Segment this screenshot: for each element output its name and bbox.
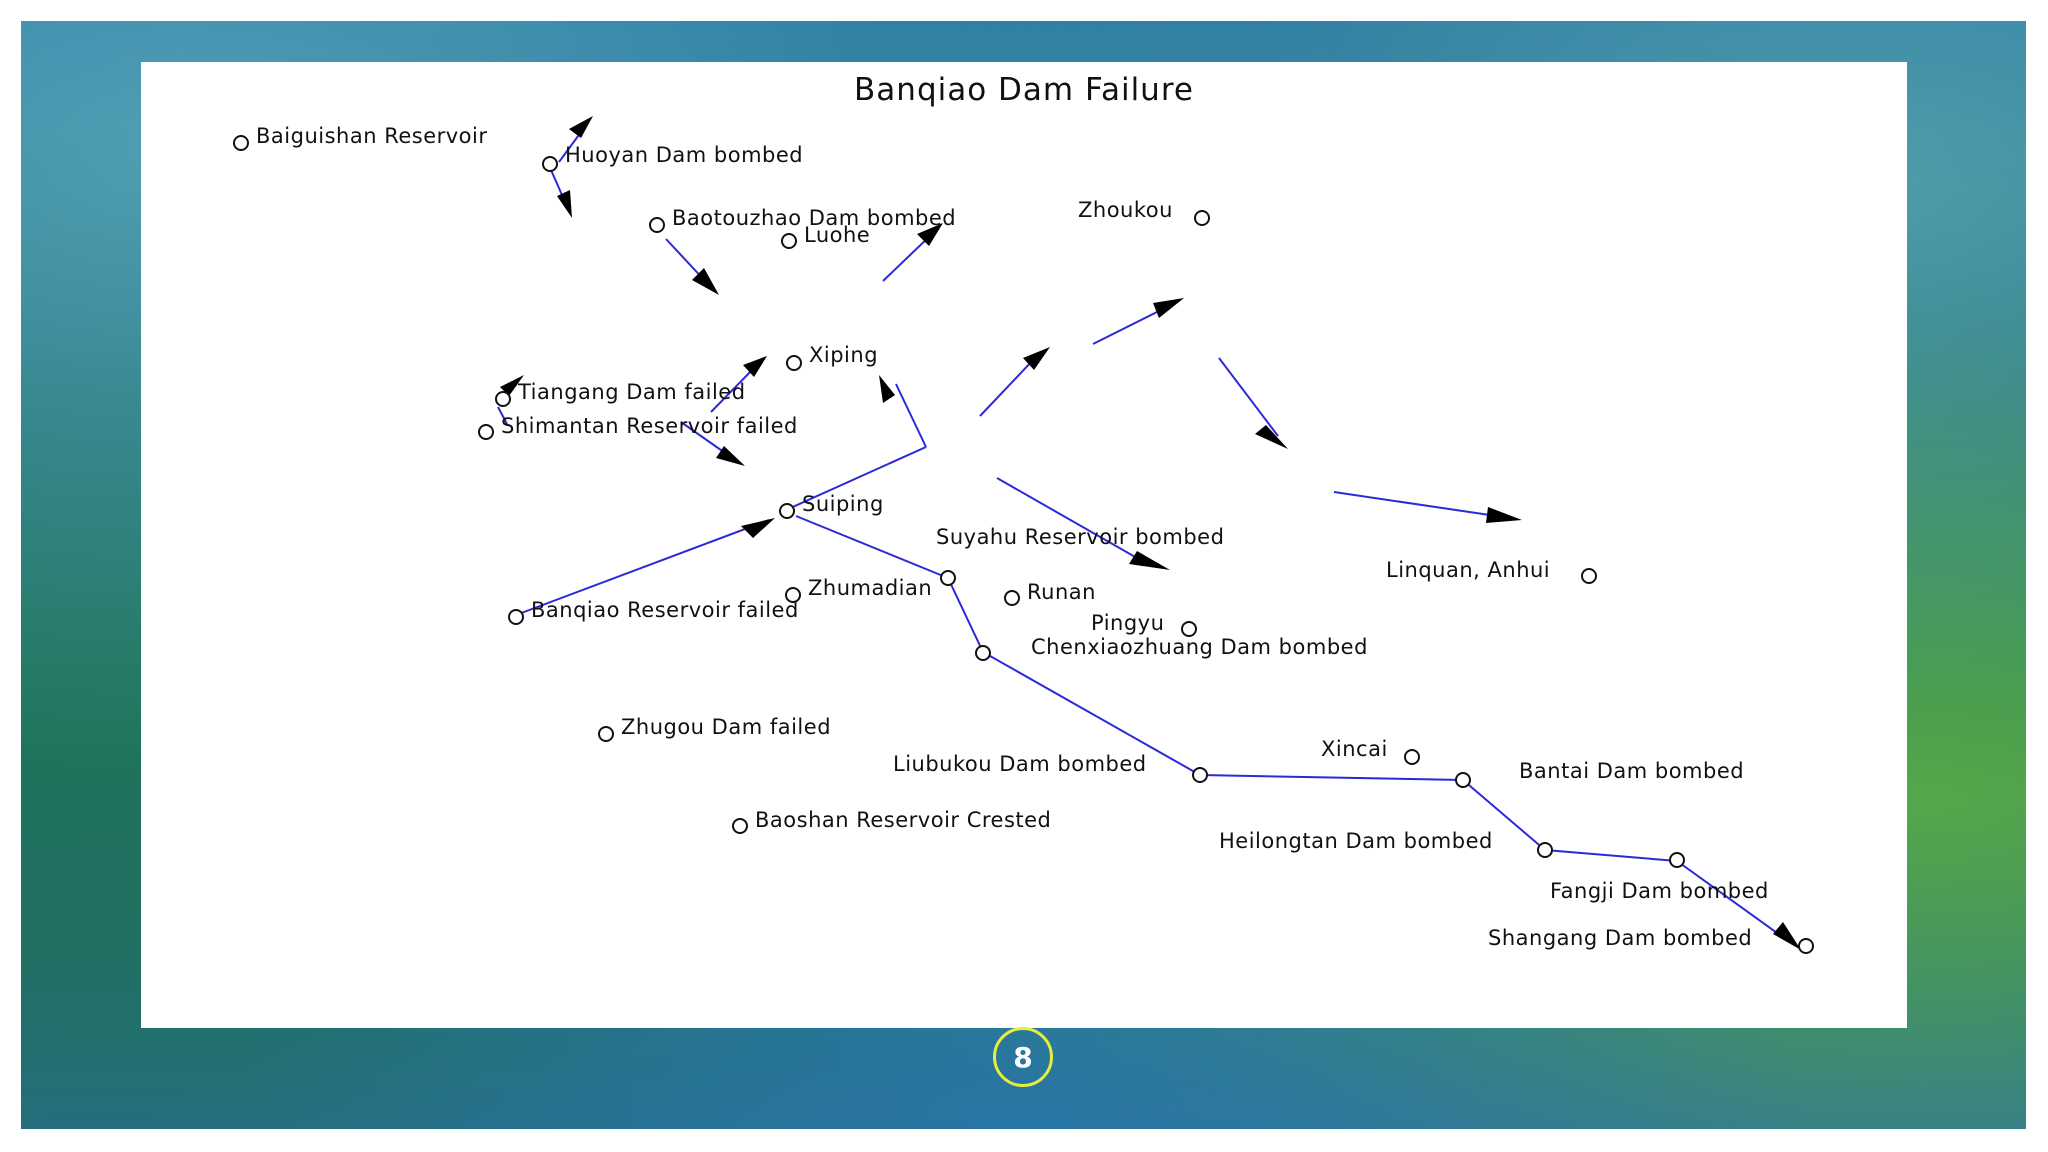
label-baoshan: Baoshan Reservoir Crested — [755, 808, 1051, 832]
edge-line — [1676, 860, 1792, 944]
edge-line — [1333, 491, 1511, 519]
node-marker — [542, 156, 558, 172]
label-pingyu: Pingyu — [1091, 611, 1164, 635]
label-bantai: Bantai Dam bombed — [1519, 759, 1744, 783]
node-marker — [1004, 590, 1020, 606]
arrow-head — [879, 375, 895, 403]
node-marker — [786, 355, 802, 371]
node-marker — [940, 570, 956, 586]
label-baiguishan: Baiguishan Reservoir — [256, 124, 488, 148]
node-marker — [649, 217, 665, 233]
edge-line — [1462, 779, 1546, 851]
label-suyahu: Suyahu Reservoir bombed — [936, 525, 1224, 549]
node-marker — [781, 233, 797, 249]
label-zhumadian: Zhumadian — [808, 576, 932, 600]
edge-line — [982, 651, 1201, 776]
arrow-head — [1255, 425, 1288, 449]
label-huoyan: Huoyan Dam bombed — [565, 143, 803, 167]
diagram-panel: Banqiao Dam Failure — [141, 62, 1907, 1028]
edge-line — [1544, 849, 1678, 862]
label-baotouzhao: Baotouzhao Dam bombed — [672, 206, 956, 230]
edge-line — [497, 406, 508, 425]
node-marker — [1404, 749, 1420, 765]
arrow-head — [716, 446, 745, 466]
label-fangji: Fangji Dam bombed — [1550, 879, 1769, 903]
node-marker — [508, 609, 524, 625]
arrow-head — [1153, 298, 1184, 318]
node-marker — [785, 587, 801, 603]
label-banqiao: Banqiao Reservoir failed — [531, 598, 799, 622]
arrow-head — [917, 223, 943, 246]
label-shimantan: Shimantan Reservoir failed — [501, 414, 798, 438]
arrow-head — [569, 116, 593, 138]
arrow-head — [1129, 551, 1170, 570]
arrow-head — [1023, 347, 1050, 370]
label-zhugou: Zhugou Dam failed — [621, 715, 831, 739]
label-xincai: Xincai — [1321, 737, 1388, 761]
edge-line — [515, 519, 770, 616]
edge-line — [1218, 357, 1279, 437]
node-marker — [732, 818, 748, 834]
arrow-head — [743, 356, 767, 377]
arrow-head — [692, 268, 719, 295]
label-shangang: Shangang Dam bombed — [1488, 926, 1752, 950]
node-marker — [1194, 210, 1210, 226]
flood-diagram: Banqiao Dam Failure — [233, 72, 1814, 954]
node-marker — [1181, 621, 1197, 637]
label-tiangang: Tiangang Dam failed — [517, 380, 746, 404]
page-number-badge: 8 — [993, 1027, 1053, 1087]
node-marker — [1669, 852, 1685, 868]
node-marker — [598, 726, 614, 742]
edge-line — [996, 477, 1145, 563]
node-marker — [1537, 842, 1553, 858]
edge-line — [785, 446, 927, 511]
arrow-head — [557, 190, 572, 218]
edge-line — [947, 577, 984, 653]
node-marker — [1798, 938, 1814, 954]
label-chenxiaozhuang: Chenxiaozhuang Dam bombed — [1031, 635, 1368, 659]
edge-line — [710, 365, 757, 413]
node-marker — [1455, 772, 1471, 788]
edge-line — [979, 357, 1036, 417]
arrow-head — [1773, 922, 1801, 950]
label-heilongtan: Heilongtan Dam bombed — [1219, 829, 1493, 853]
edge-line — [1199, 774, 1464, 781]
label-suiping: Suiping — [802, 492, 884, 516]
node-marker — [478, 424, 494, 440]
label-runan: Runan — [1027, 580, 1096, 604]
diagram-title: Banqiao Dam Failure — [854, 72, 1194, 108]
node-marker — [975, 645, 991, 661]
label-zhoukou: Zhoukou — [1078, 198, 1173, 222]
node-marker — [1581, 568, 1597, 584]
node-marker — [233, 135, 249, 151]
label-xiping: Xiping — [809, 343, 878, 367]
edge-line — [795, 515, 949, 579]
node-marker — [1192, 767, 1208, 783]
edge-line — [895, 383, 927, 448]
edge-line — [882, 233, 933, 282]
arrow-head — [500, 375, 524, 396]
label-liubukou: Liubukou Dam bombed — [893, 752, 1147, 776]
arrow-head — [741, 518, 775, 538]
label-linquan: Linquan, Anhui — [1386, 558, 1550, 582]
node-marker — [779, 503, 795, 519]
label-luohe: Luohe — [804, 223, 870, 247]
arrow-head — [1486, 507, 1522, 523]
node-marker — [495, 391, 511, 407]
